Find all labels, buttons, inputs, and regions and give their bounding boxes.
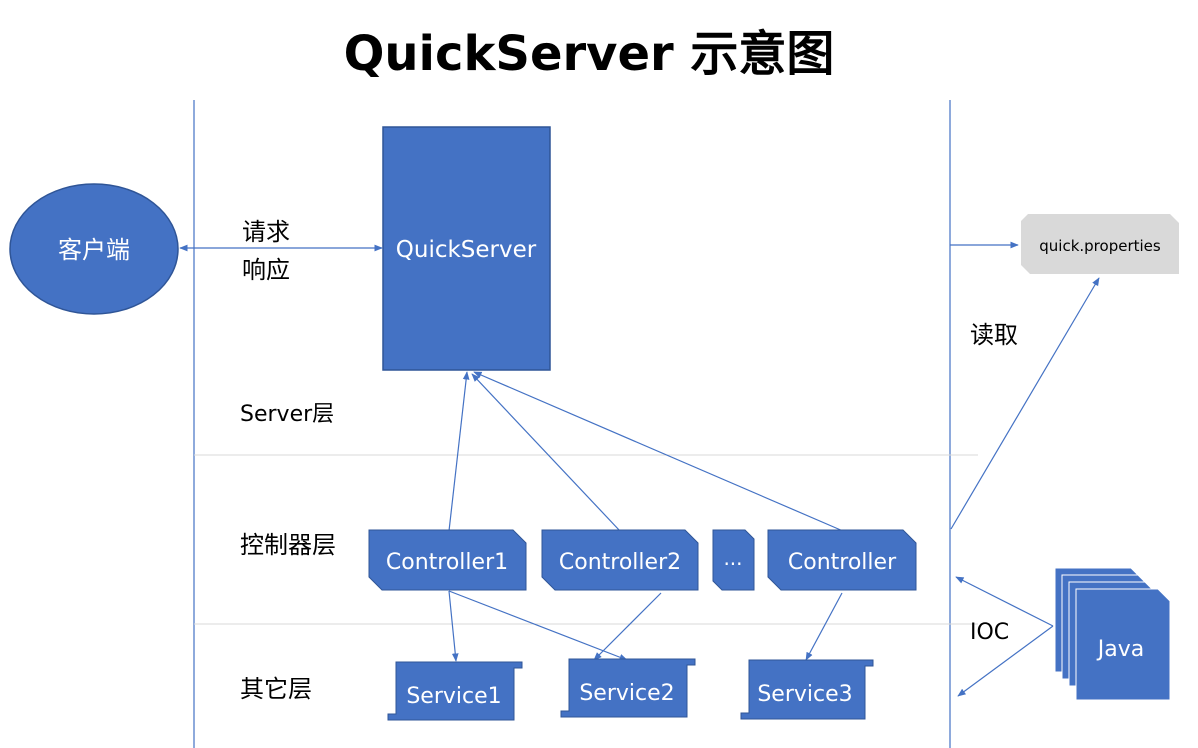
service1-node: Service1: [387, 661, 523, 721]
quickserver-label: QuickServer: [396, 237, 537, 263]
controller2-to-service2-arrow: [593, 592, 662, 661]
config-file-label: quick.properties: [1039, 237, 1161, 255]
controller1-node: Controller1: [368, 529, 527, 591]
controller-label: Controller: [788, 550, 897, 575]
java-stack-node: Java: [1054, 567, 1171, 701]
layer-label-other: 其它层: [240, 675, 312, 703]
request-label: 请求: [242, 218, 290, 246]
ioc-arrow-lower: [957, 625, 1054, 697]
controller-node: Controller: [767, 529, 917, 591]
service1-label: Service1: [406, 684, 501, 709]
layer-label-controller: 控制器层: [240, 531, 336, 559]
controller2-node: Controller2: [541, 529, 699, 591]
ioc-label: IOC: [970, 620, 1009, 645]
client-label: 客户端: [58, 236, 130, 264]
service2-node: Service2: [560, 658, 696, 718]
controller1-to-service2-arrow: [448, 590, 628, 661]
controller1-to-service1-arrow: [448, 590, 459, 662]
controller-to-service3-arrow: [805, 592, 843, 661]
controller-to-server-arrow: [473, 371, 844, 532]
controller-ellipsis-label: ...: [723, 546, 742, 570]
service2-label: Service2: [579, 681, 674, 706]
service3-label: Service3: [757, 682, 852, 707]
controller-ellipsis-node: ...: [712, 529, 755, 591]
ioc-arrow-upper: [955, 576, 1054, 627]
java-label: Java: [1096, 637, 1144, 662]
read-label: 读取: [970, 321, 1018, 349]
layer-label-server: Server层: [240, 402, 334, 427]
read-arrow: [950, 277, 1100, 530]
quickserver-node: QuickServer: [382, 126, 551, 371]
controller2-to-server-arrow: [471, 373, 621, 532]
diagram-title: QuickServer 示意图: [344, 26, 835, 82]
controller1-label: Controller1: [386, 550, 508, 575]
controller2-label: Controller2: [559, 550, 681, 575]
service3-node: Service3: [740, 659, 874, 720]
controller1-to-server-arrow: [448, 371, 470, 532]
config-file-node: quick.properties: [1021, 214, 1179, 274]
client-node: 客户端: [9, 183, 179, 315]
response-label: 响应: [242, 256, 290, 284]
